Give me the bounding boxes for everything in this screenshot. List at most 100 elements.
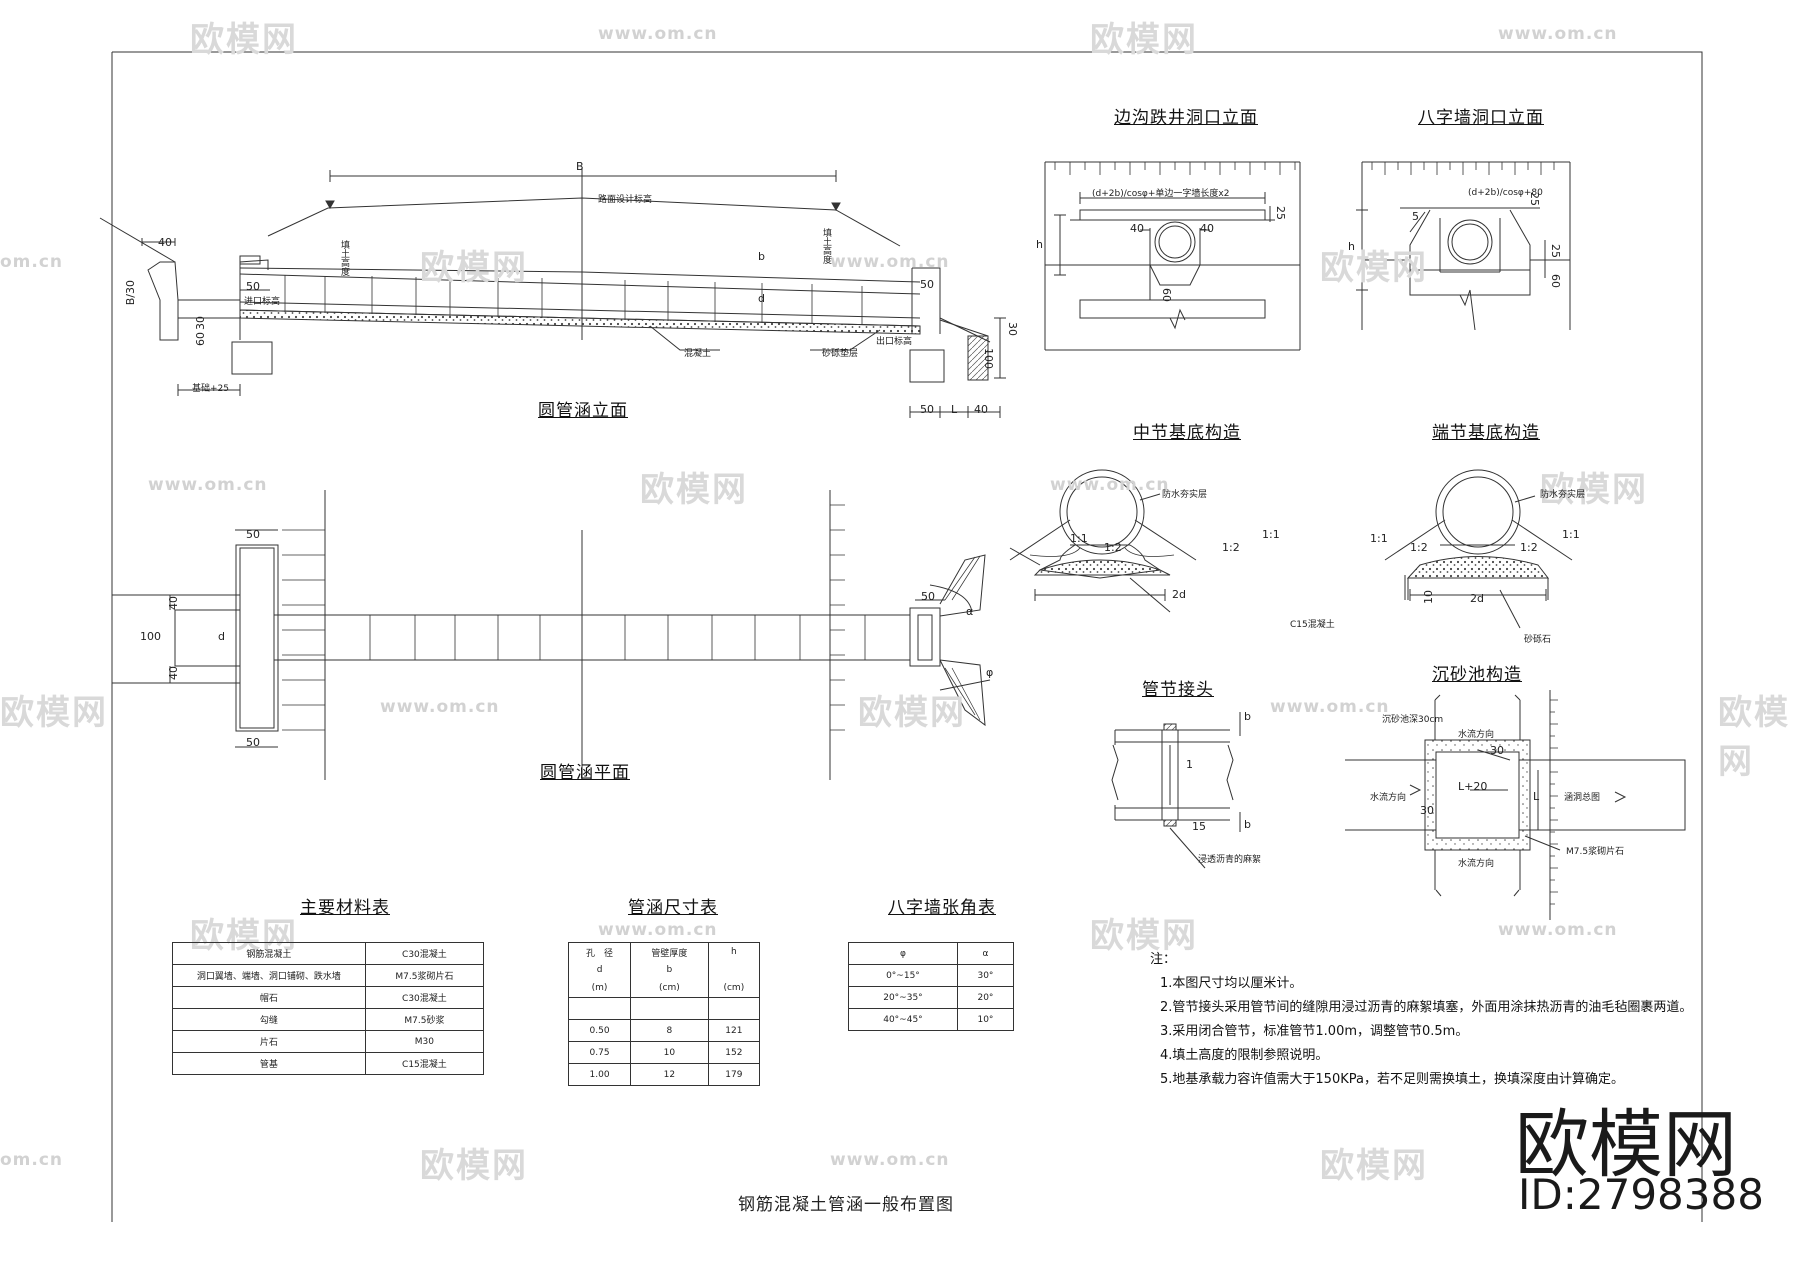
material-item: 洞口翼墙、端墙、洞口铺砌、跌水墙 [172, 964, 366, 987]
watermark-url: www.om.cn [1498, 920, 1618, 940]
watermark-url: www.om.cn [598, 24, 718, 44]
basin-mortar-label: M7.5浆砌片石 [1566, 847, 1625, 857]
plan-title: 圆管涵平面 [540, 763, 630, 783]
ditch-h: h [1036, 238, 1043, 251]
joint-title: 管节接头 [1142, 680, 1214, 700]
angles-title: 八字墙张角表 [888, 898, 996, 918]
dim-bottom-40: 40 [974, 403, 988, 416]
table-row: 40°~45°10° [848, 1008, 1015, 1031]
joint-15: 15 [1192, 820, 1206, 833]
plan-angle-alpha: α [966, 605, 974, 618]
brand-id: ID:2798388 [1518, 1170, 1764, 1219]
plan-dim-100: 100 [140, 630, 161, 643]
watermark-logo: 欧模网 [1090, 20, 1198, 60]
note-item: 3.采用闭合管节，标准管节1.00m，调整管节0.5m。 [1160, 1024, 1469, 1039]
plan-dim-top-50: 50 [246, 528, 260, 541]
mid-slope-11a: 1:1 [1070, 532, 1088, 545]
ditch-60: 60 [1160, 288, 1173, 302]
dim-B: B [576, 160, 584, 173]
wing-60: 60 [1549, 274, 1562, 288]
wing-title: 八字墙洞口立面 [1418, 108, 1544, 128]
ditch-40a: 40 [1130, 222, 1144, 235]
mid-c15-label: C15混凝土 [1290, 620, 1335, 630]
watermark-logo: 欧模网 [420, 1146, 528, 1186]
material-spec: C15混凝土 [364, 1052, 485, 1075]
angle-cell: 40°~45° [848, 1008, 958, 1031]
watermark-url: www.om.cn [830, 1150, 950, 1170]
pipe-joint [1111, 712, 1241, 869]
material-spec: M7.5浆砌片石 [364, 964, 485, 987]
sizes-head2-col2: b [630, 961, 709, 979]
plan-angle-phi: φ [986, 666, 994, 679]
ditch-40b: 40 [1200, 222, 1214, 235]
material-item: 勾缝 [172, 1008, 366, 1031]
wing-25b: 25 [1549, 244, 1562, 258]
watermark-logo: 欧模网 [1320, 248, 1428, 288]
table-row: 孔 径 管壁厚度 h [567, 942, 761, 961]
watermark-logo: 欧模网 [1320, 1146, 1428, 1186]
material-spec: C30混凝土 [364, 986, 485, 1009]
end-base-section [1384, 469, 1573, 629]
mid-width-2d: 2d [1172, 588, 1186, 601]
sizes-head1-col3: h [707, 942, 761, 961]
mid-slope-11b: 1:1 [1262, 528, 1280, 541]
joint-1: 1 [1186, 758, 1193, 771]
ditch-elevation [1044, 161, 1301, 351]
note-item: 5.地基承载力容许值需大于150KPa，若不足则需换填土，换填深度由计算确定。 [1160, 1072, 1624, 1087]
dim-bottom-50: 50 [920, 403, 934, 416]
size-cell: 1.00 [567, 1063, 632, 1086]
mid-slope-12b: 1:2 [1222, 541, 1240, 554]
angle-cell: 0°~15° [848, 964, 958, 987]
notes-head: 注： [1150, 952, 1177, 967]
watermark-logo: 欧模网 [420, 248, 528, 288]
plan-dim-d: d [218, 630, 225, 643]
table-row: 0°~15°30° [848, 964, 1015, 987]
joint-b1: b [1244, 710, 1251, 723]
end-base-title: 端节基底构造 [1432, 423, 1540, 443]
ditch-title: 边沟跌井洞口立面 [1114, 108, 1258, 128]
angle-cell: 20° [956, 986, 1015, 1009]
notes-list: 1.本图尺寸均以厘米计。2.管节接头采用管节间的缝隙用浸过沥青的麻絮填塞，外面用… [1160, 972, 1692, 1092]
end-slope-11a: 1:1 [1370, 532, 1388, 545]
watermark-url: www.om.cn [1270, 697, 1390, 717]
watermark-logo: 欧模网 [1540, 470, 1648, 510]
material-item: 片石 [172, 1030, 366, 1053]
mid-slope-12a: 1:2 [1104, 541, 1122, 554]
elevation-title: 圆管涵立面 [538, 401, 628, 421]
watermark-url: www.om.cn [598, 920, 718, 940]
gravel-cushion-label: 砂砾垫层 [822, 349, 859, 359]
end-gravel-label: 砂砾石 [1524, 635, 1552, 645]
angles-head-phi: φ [848, 942, 958, 965]
basin-flow-label-top: 水流方向 [1458, 730, 1495, 740]
size-cell: 179 [707, 1063, 761, 1086]
wing-5: 5 [1412, 210, 1419, 223]
plan-view [111, 490, 991, 780]
note-item: 1.本图尺寸均以厘米计。 [1160, 976, 1303, 991]
mid-base-title: 中节基底构造 [1133, 423, 1241, 443]
watermark-logo: 欧模网 [1718, 693, 1790, 782]
material-item: 管基 [172, 1052, 366, 1075]
sedimentation-basin [1345, 690, 1686, 920]
size-cell: 0.50 [567, 1019, 632, 1042]
sizes-head2-col3 [707, 961, 761, 979]
table-row: 20°~35°20° [848, 986, 1015, 1009]
size-cell: 10 [630, 1041, 709, 1064]
base-label: 基础+25 [192, 384, 229, 394]
outlet-elevation-label: 出口标高 [876, 337, 913, 347]
size-cell: 0.75 [567, 1041, 632, 1064]
watermark-logo: 欧模网 [640, 470, 748, 510]
basin-depth-label: 沉砂池深30cm [1382, 715, 1444, 725]
watermark-url: om.cn [0, 252, 64, 272]
basin-L: L [1533, 790, 1540, 803]
ditch-25: 25 [1274, 206, 1287, 220]
sizes-head1-col1: 孔 径 [567, 942, 632, 961]
joint-fill-label: 浸透沥青的麻絮 [1198, 855, 1262, 865]
angle-cell: 20°~35° [848, 986, 958, 1009]
